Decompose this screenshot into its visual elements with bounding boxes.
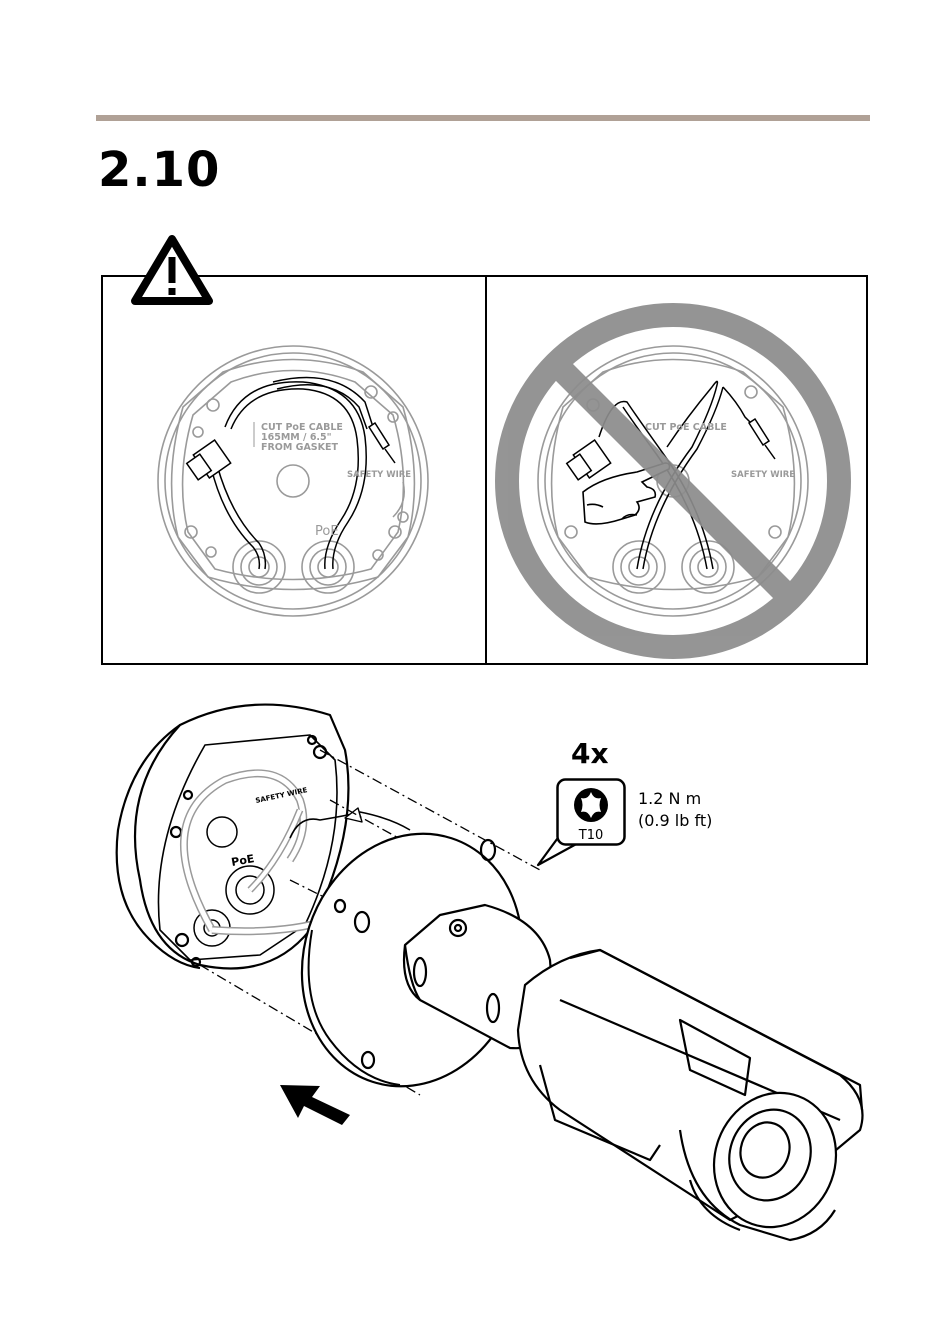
safety-wire-label-faded: SAFETY WIRE [731,470,795,480]
torx-bit-icon: T10 [556,778,626,846]
warning-triangle-icon [130,233,214,307]
incorrect-routing-panel: CUT PoE CABLE SAFETY WIRE [487,277,866,663]
torque-imperial: (0.9 lb ft) [638,810,712,832]
screw-quantity: 4x [571,740,609,768]
mount-base-correct-illustration: CUT PoE CABLE 165MM / 6.5" FROM GASKET S… [103,277,485,663]
tool-size-label: T10 [578,828,603,843]
safety-wire-label: SAFETY WIRE [347,470,411,480]
poe-label: PoE [315,524,339,539]
correct-routing-panel: CUT PoE CABLE 165MM / 6.5" FROM GASKET S… [103,277,485,663]
mount-base-incorrect-illustration: CUT PoE CABLE SAFETY WIRE [487,277,866,663]
torque-spec: 1.2 N m (0.9 lb ft) [638,788,712,832]
prohibition-icon [507,315,839,647]
torque-metric: 1.2 N m [638,788,712,810]
cable-cut-label-line-3: FROM GASKET [261,442,338,453]
cable-cut-label-line-1-faded: CUT PoE CABLE [645,422,727,433]
section-number: 2.10 [98,146,220,194]
arrow-push-icon [280,1085,350,1125]
header-rule [96,115,870,121]
camera-mounting-illustration: SAFETY WIRE PoE [0,680,933,1320]
cable-comparison-panels: CUT PoE CABLE 165MM / 6.5" FROM GASKET S… [101,275,868,665]
